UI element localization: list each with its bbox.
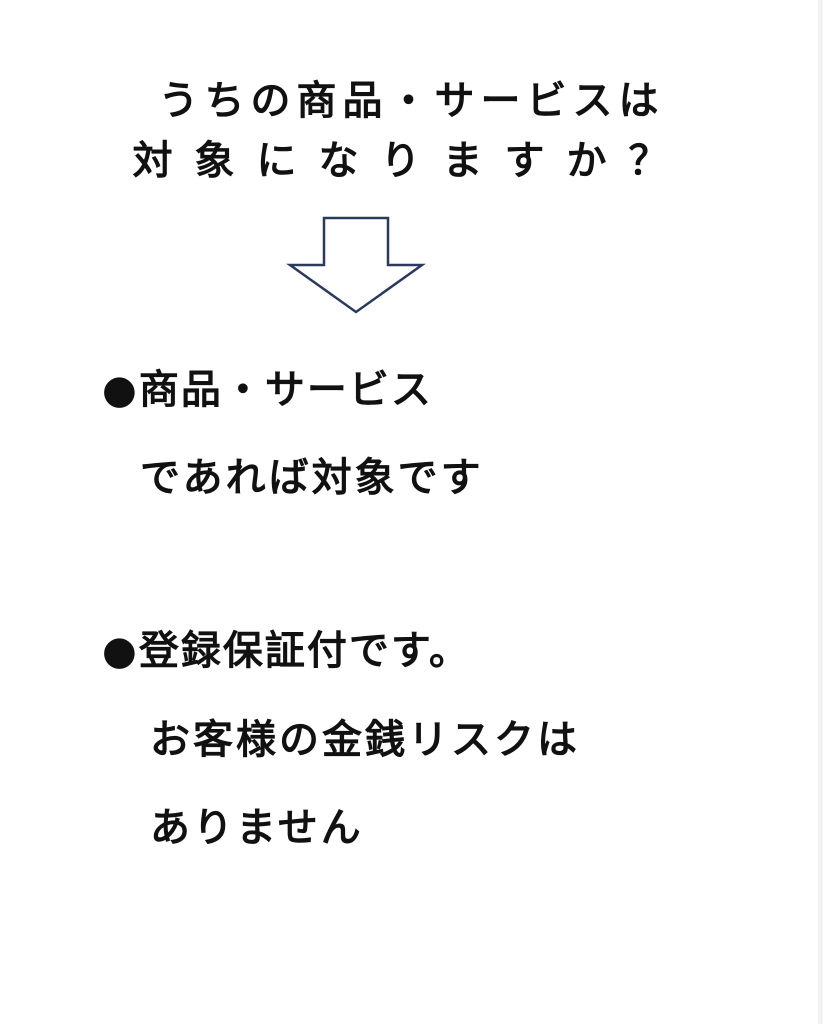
point-1-text: 商品・サービス (138, 367, 433, 413)
question-title-line-2: 対象になりますか？ (132, 138, 691, 184)
point-1-line-1: ●商品・サービス (102, 357, 433, 415)
point-1-line-2: であれば対象です (140, 455, 484, 501)
bullet-icon: ● (102, 628, 139, 674)
point-2-line-3: ありません (150, 805, 364, 851)
bullet-icon: ● (102, 367, 139, 413)
down-arrow-icon (286, 216, 426, 314)
point-2-line-1: ●登録保証付です。 (102, 618, 471, 676)
question-title-line-1: うちの商品・サービスは (158, 78, 665, 124)
point-2-line-2: お客様の金銭リスクは (150, 717, 580, 763)
point-2-text: 登録保証付です。 (138, 628, 471, 674)
page-edge (818, 0, 823, 1024)
